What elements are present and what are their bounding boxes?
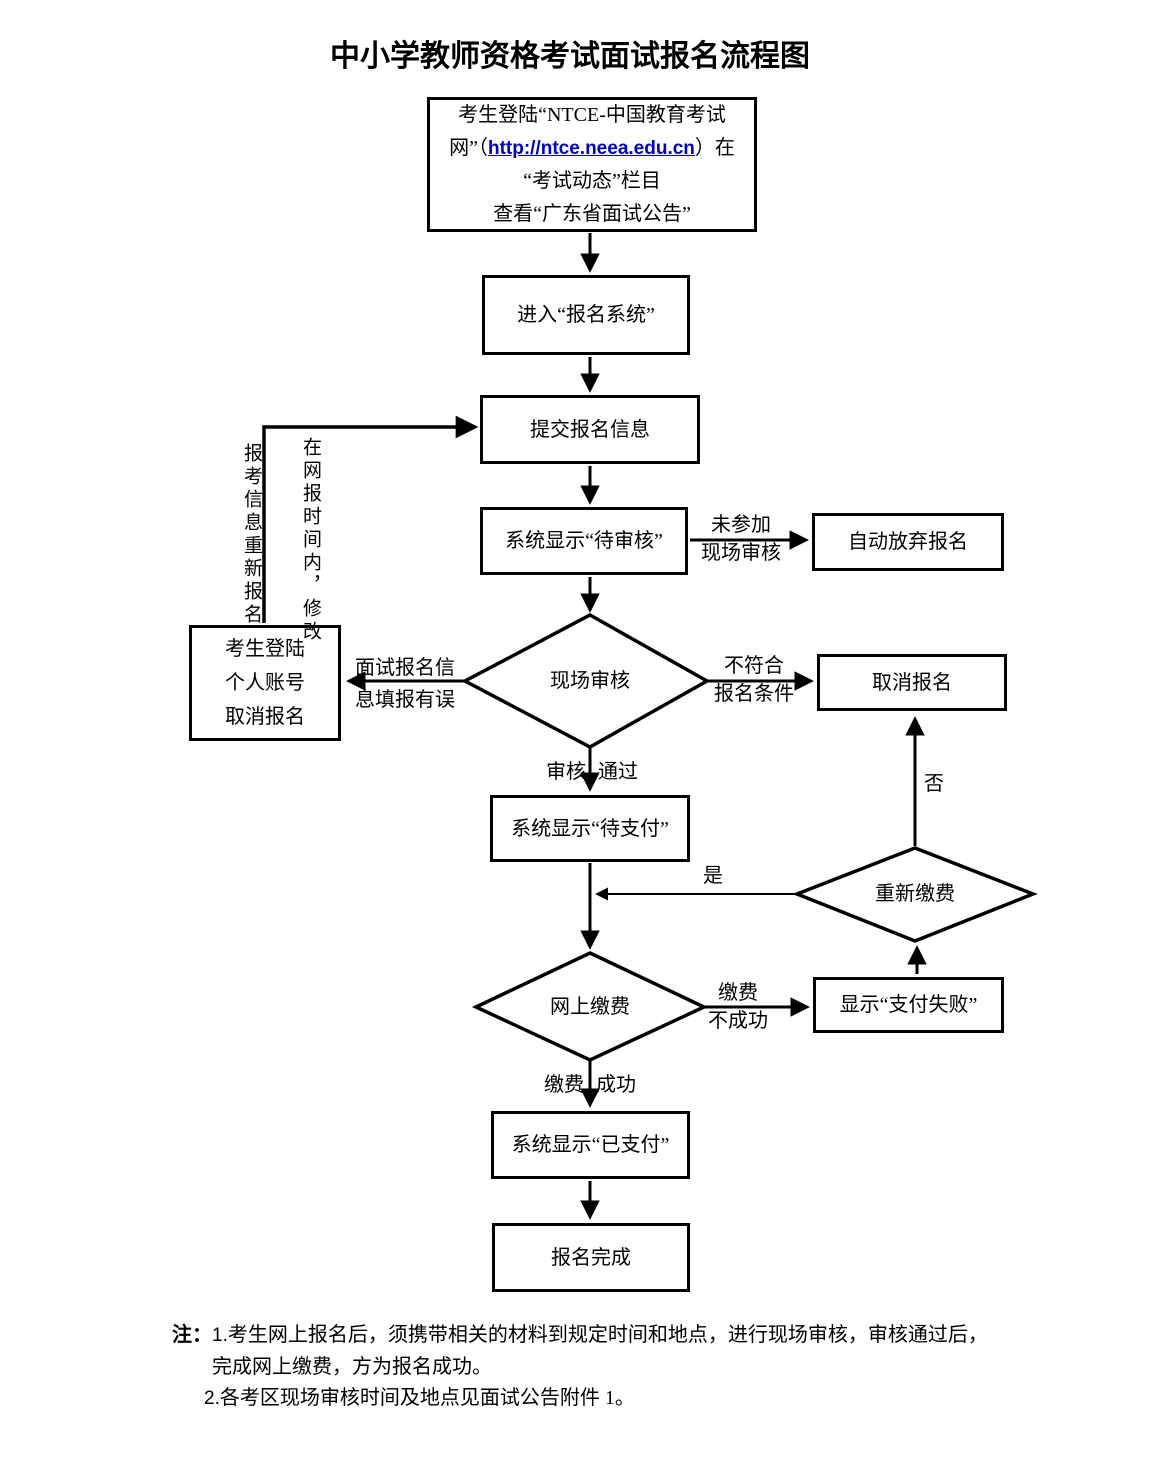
cancel-login-line1: 考生登陆	[225, 638, 305, 660]
footnote-item2-number: 2.	[204, 1388, 220, 1409]
node-submit-info: 提交报名信息	[480, 395, 700, 464]
node-enter-system: 进入“报名系统”	[482, 275, 690, 355]
repay-label: 重新缴费	[875, 883, 955, 905]
pay-unsuccessful-line1: 缴费	[718, 982, 758, 1004]
info-error-line1: 面试报名信	[355, 657, 455, 679]
pending-pay-label: 系统显示“待支付”	[511, 817, 669, 840]
cancel-login-line3: 取消报名	[225, 706, 305, 728]
auto-abandon-label: 自动放弃报名	[848, 531, 968, 553]
login-line1: 考生登陆“NTCE-中国教育考试	[458, 103, 726, 126]
node-cancel-registration: 取消报名	[817, 654, 1007, 711]
login-line2-pre: 网”（	[449, 136, 488, 159]
footnote-item1-text: 考生网上报名后，须携带相关的材料到规定时间和地点，进行现场审核，审核通过后，	[227, 1324, 988, 1346]
onsite-review-label: 现场审核	[550, 670, 630, 692]
login-line3: “考试动态”栏目	[523, 169, 661, 192]
node-auto-abandon: 自动放弃报名	[812, 513, 1004, 571]
node-pending-review: 系统显示“待审核”	[480, 507, 688, 575]
edge-label-not-qualified: 不符合 报名条件	[711, 652, 797, 708]
diamond-onsite-review	[461, 613, 711, 749]
footnote-line3: 2.各考区现场审核时间及地点见面试公告附件 1。	[204, 1385, 635, 1412]
footnote-line2: 完成网上缴费，方为报名成功。	[212, 1354, 492, 1380]
not-qualified-line1: 不符合	[724, 655, 784, 677]
edge-label-pay-unsuccessful: 缴费 不成功	[706, 979, 770, 1035]
arrow-cancel-login-loop-to-submit	[262, 415, 479, 623]
done-label: 报名完成	[551, 1246, 631, 1269]
diamond-repay	[792, 846, 1038, 943]
loop-note-left-column: 报考信息重新报名	[241, 443, 262, 627]
pending-review-label: 系统显示“待审核”	[505, 530, 663, 552]
info-error-line2: 息填报有误	[355, 689, 455, 711]
enter-system-label: 进入“报名系统”	[517, 304, 655, 326]
not-attended-line2: 现场审核	[701, 542, 781, 564]
node-cancel-login: 考生登陆 个人账号 取消报名	[189, 625, 341, 741]
pay-unsuccessful-line2: 不成功	[708, 1010, 768, 1032]
cancel-registration-label: 取消报名	[872, 671, 952, 694]
edge-label-not-attended: 未参加 现场审核	[698, 511, 784, 567]
footnote-line1: 注：1.考生网上报名后，须携带相关的材料到规定时间和地点，进行现场审核，审核通过…	[172, 1322, 988, 1349]
node-done: 报名完成	[492, 1223, 690, 1292]
edge-label-info-error: 面试报名信 息填报有误	[352, 652, 458, 716]
login-line2-post: ）在	[694, 136, 735, 159]
pay-fail-label: 显示“支付失败”	[839, 994, 978, 1016]
login-line4: 查看“广东省面试公告”	[493, 202, 691, 225]
loop-note-right-column: 在网报时间内，修改	[300, 437, 321, 644]
node-pending-pay: 系统显示“待支付”	[490, 795, 690, 862]
node-paid: 系统显示“已支付”	[491, 1111, 690, 1179]
cancel-login-line2: 个人账号	[225, 672, 305, 694]
ntce-link[interactable]: http://ntce.neea.edu.cn	[487, 137, 695, 159]
edge-label-pay-success: 缴费 成功	[544, 1074, 636, 1096]
online-pay-label: 网上缴费	[550, 996, 630, 1018]
submit-info-label: 提交报名信息	[530, 418, 650, 441]
not-attended-line1: 未参加	[711, 514, 771, 536]
login-line2: 网”（http://ntce.neea.edu.cn）在	[430, 132, 754, 165]
node-login-ntce: 考生登陆“NTCE-中国教育考试 网”（http://ntce.neea.edu…	[427, 97, 757, 232]
not-qualified-line2: 报名条件	[714, 683, 794, 705]
node-pay-fail: 显示“支付失败”	[813, 977, 1004, 1033]
diamond-online-pay	[471, 951, 709, 1062]
page-title: 中小学教师资格考试面试报名流程图	[330, 40, 810, 73]
edge-label-review-passed: 审核 通过	[546, 761, 638, 783]
footnote-item2-text: 各考区现场审核时间及地点见面试公告附件 1。	[219, 1387, 635, 1409]
footnote-prefix: 注：	[172, 1324, 212, 1346]
footnote-item1-text2: 完成网上缴费，方为报名成功。	[212, 1356, 492, 1378]
edge-label-yes: 是	[703, 865, 723, 887]
paid-label: 系统显示“已支付”	[511, 1134, 670, 1156]
edge-label-no: 否	[924, 773, 944, 795]
footnote-item1-number: 1.	[212, 1325, 228, 1346]
